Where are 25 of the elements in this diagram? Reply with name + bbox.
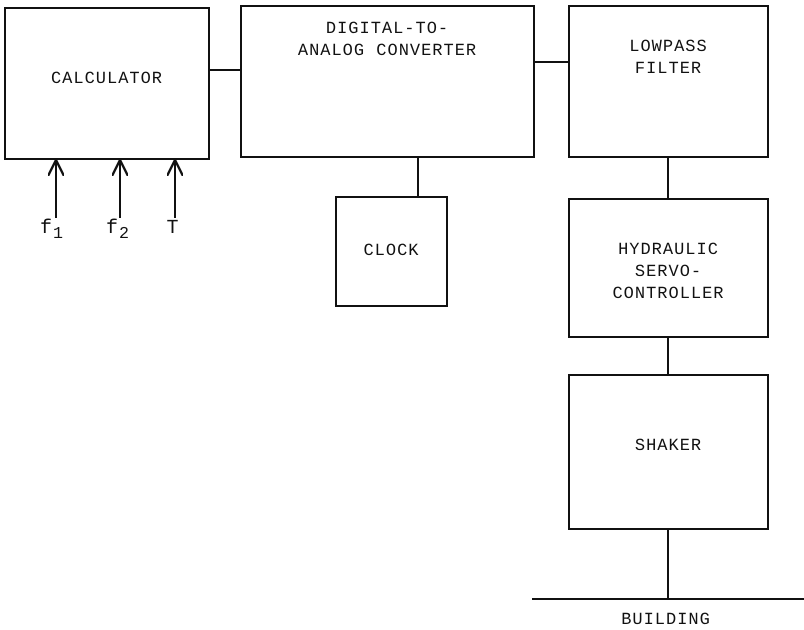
block-label: CLOCK <box>362 241 420 263</box>
ground-label: BUILDING <box>620 610 712 630</box>
block-box <box>335 196 448 307</box>
connector-line <box>667 338 669 374</box>
connector-line <box>667 158 669 198</box>
connector-line <box>535 61 568 63</box>
connector-line <box>210 69 240 71</box>
input-label: f$_{1}$ <box>38 218 65 246</box>
connector-line <box>417 158 419 196</box>
block-box <box>568 374 769 530</box>
input-label: f$_{2}$ <box>104 218 131 246</box>
arrow <box>110 158 130 218</box>
arrow <box>46 158 66 218</box>
block-box <box>4 7 210 160</box>
block-label: CALCULATOR <box>50 69 164 91</box>
block-label: HYDRAULIC SERVO- CONTROLLER <box>611 240 726 306</box>
block-label: DIGITAL-TO- ANALOG CONVERTER <box>296 19 478 63</box>
arrow <box>166 158 184 218</box>
input-label: T <box>165 218 180 240</box>
connector-line <box>667 530 669 598</box>
block-box <box>568 5 769 158</box>
block-box <box>568 198 769 338</box>
block-box <box>240 5 535 158</box>
block-label: LOWPASS FILTER <box>628 37 709 81</box>
block-label: SHAKER <box>634 436 704 458</box>
